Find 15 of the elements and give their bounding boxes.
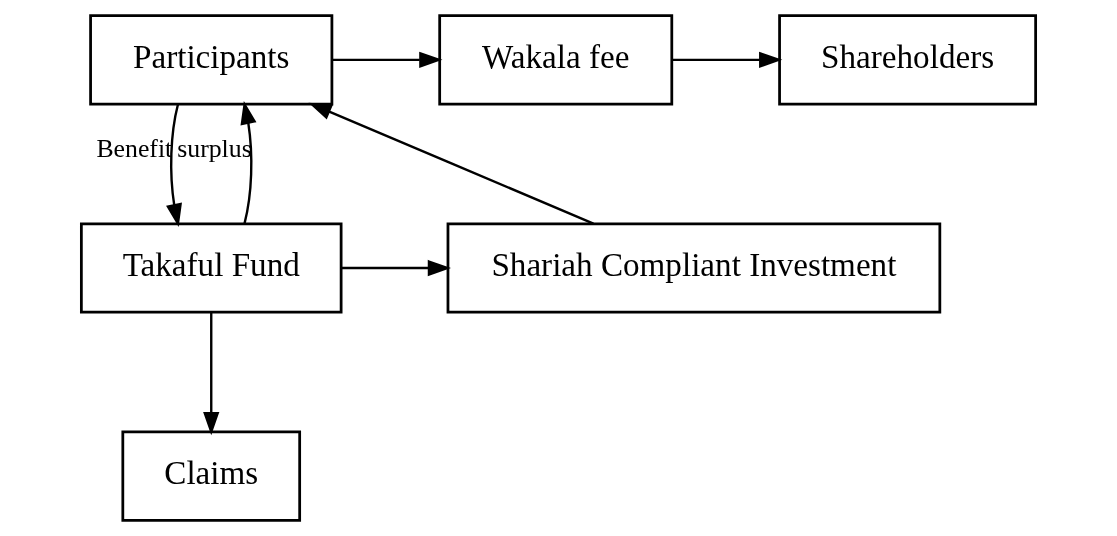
node-box: Claims [121, 430, 302, 522]
arrow [671, 51, 783, 68]
arrow [203, 312, 220, 436]
node-box: Participants [89, 14, 334, 106]
arrow [308, 102, 594, 225]
arrow [166, 104, 182, 227]
node-box: Wakala fee [438, 14, 674, 106]
arrow [240, 101, 257, 224]
node-box: Shariah Compliant Investment [446, 222, 942, 314]
edge-label: Benefit [96, 134, 173, 164]
node-box: Takaful Fund [80, 222, 343, 314]
edge-label: surplus [177, 133, 252, 163]
node-box: Shareholders [778, 14, 1037, 106]
arrow [341, 259, 451, 277]
arrow [332, 51, 443, 68]
